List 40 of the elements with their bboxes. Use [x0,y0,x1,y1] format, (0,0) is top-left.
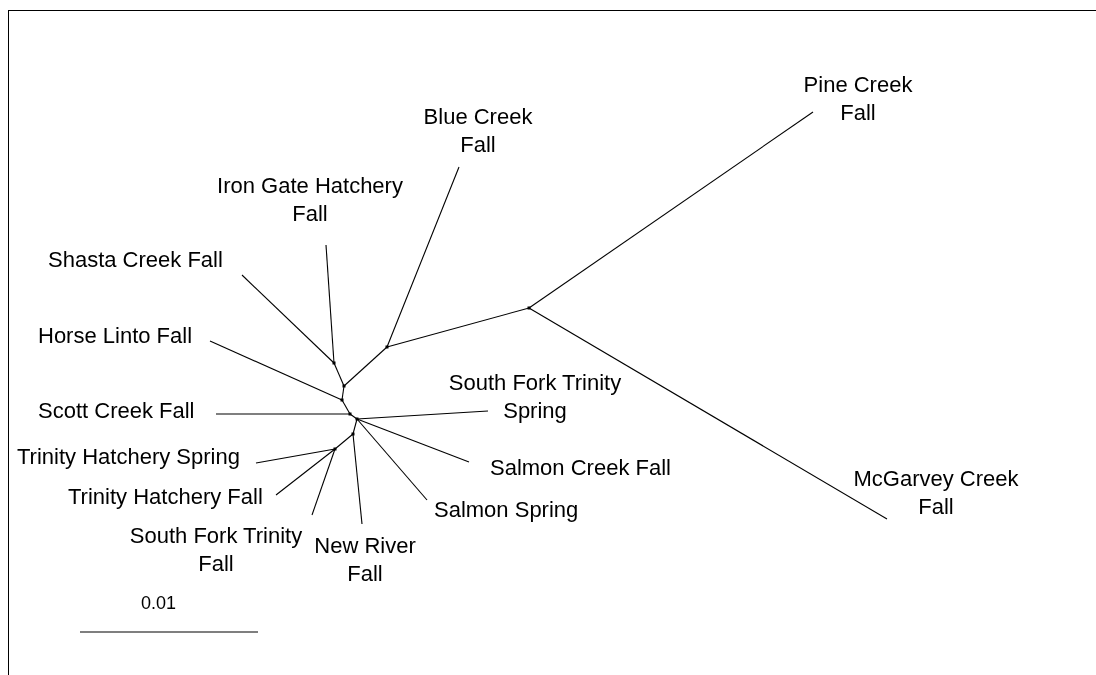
taxon-label: Shasta Creek Fall [48,246,243,276]
taxon-label: Salmon Creek Fall [468,454,671,482]
tree-branch [356,418,428,501]
tree-branch [386,307,530,348]
branch-point [385,345,389,349]
tree-branch [528,307,888,520]
taxon-label: Trinity Hatchery Fall [68,483,277,511]
tree-branch [241,274,335,364]
tree-branch [215,413,351,415]
tree-branch [356,410,489,420]
branch-point [355,417,359,421]
branch-point [332,361,336,365]
taxon-label: Trinity Hatchery Spring [17,443,257,471]
tree-branch [343,346,388,387]
branch-point [342,384,346,388]
taxon-label: Salmon Spring [426,496,579,524]
branch-point [333,447,337,451]
taxon-label: Horse Linto Fall [38,322,211,350]
tree-branch [334,433,354,450]
tree-branch [255,448,336,464]
taxon-label: Scott Creek Fall [38,397,217,425]
tree-branch [528,111,814,309]
tree-branch [333,362,345,387]
taxon-label: Blue Creek Fall [418,103,538,168]
tree-branch [325,244,335,364]
taxon-label: McGarvey Creek Fall [846,465,1026,521]
branch-point [340,398,344,402]
tree-branch [386,166,460,348]
scale-label: 0.01 [141,592,177,615]
branch-point [351,432,355,436]
branch-point [527,306,531,310]
branch-point [348,412,352,416]
tree-branch [311,448,336,516]
taxon-label: South Fork Trinity Spring [435,369,635,425]
tree-branch [352,433,363,525]
tree-branch [356,418,470,463]
tree-branch [275,448,336,496]
tree-branch [209,340,343,401]
taxon-label: Pine Creek Fall [798,71,918,127]
taxon-label: Iron Gate Hatchery Fall [210,172,410,246]
